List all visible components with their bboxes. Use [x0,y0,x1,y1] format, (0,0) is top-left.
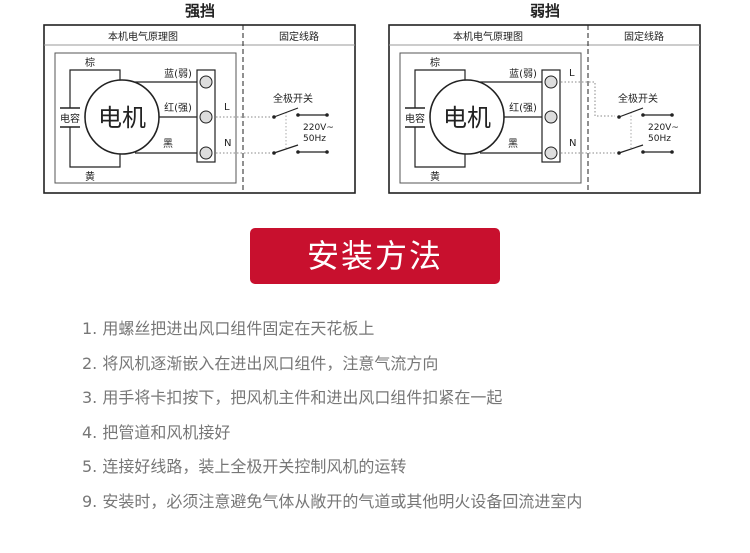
inner-frame [54,52,237,184]
switch-contact [670,113,674,117]
capacitor-label: 电容 [60,112,80,125]
live-wire [561,81,615,117]
motor-label: 电机 [98,104,146,132]
frequency-label: 50Hz [303,134,326,144]
terminal-screw [199,75,213,89]
wire-yellow-label: 黄 [430,170,440,183]
header-fixed-wiring: 固定线路 [624,30,664,43]
live-label: L [569,68,575,79]
neutral-label: N [569,138,576,149]
switch-contact [325,113,329,117]
header-schematic: 本机电气原理图 [453,30,523,43]
yellow-wire [69,127,121,168]
terminal-screw [544,75,558,89]
terminal-screw [544,146,558,160]
switch-blade [618,144,644,154]
step-item: 2. 将风机逐渐嵌入在进出风口组件，注意气流方向 [82,353,439,373]
voltage-label: 220V~ [303,123,334,133]
capacitor-label: 电容 [405,112,425,125]
neutral-label: N [224,138,231,149]
diagram-title: 强挡 [185,2,215,20]
switch-blade [618,107,644,118]
switch-label: 全极开关 [618,92,658,105]
wire-black-label: 黑 [508,138,518,150]
step-item: 9. 安装时，必须注意避免气体从敞开的气道或其他明火设备回流进室内 [82,491,583,511]
motor-label: 电机 [443,104,491,132]
wiring-diagram-weak: 弱挡 本机电气原理图 固定线路 电容 棕 黄 电机 蓝(弱) 红(强) 黑 L … [385,0,705,200]
terminal-screw [199,146,213,160]
wire-blue-label: 蓝(弱) [164,68,192,80]
step-item: 3. 用手将卡扣按下，把风机主件和进出风口组件扣紧在一起 [82,388,503,407]
diagram-title: 弱挡 [530,2,560,20]
step-item: 4. 把管道和风机接好 [82,422,231,442]
wire-yellow-label: 黄 [85,170,95,183]
switch-contact [325,150,329,154]
step-item: 5. 连接好线路，装上全极开关控制风机的运转 [82,457,407,476]
wire-red-label: 红(强) [164,101,192,114]
terminal-screw [199,110,213,124]
wire-black-label: 黑 [163,138,173,150]
installation-steps: 1. 用螺丝把进出风口组件固定在天花板上 2. 将风机逐渐嵌入在进出风口组件，注… [82,312,582,519]
switch-label: 全极开关 [273,92,313,105]
wire-red-label: 红(强) [509,101,537,114]
yellow-wire [414,127,466,168]
brown-wire [414,69,466,108]
switch-blade [273,144,299,154]
wiring-svg: 强挡 本机电气原理图 固定线路 电容 棕 黄 电机 蓝(弱) 红(强) 黑 L … [43,2,356,194]
wire-blue-label: 蓝(弱) [509,68,537,80]
wire-brown-label: 棕 [430,56,440,69]
header-fixed-wiring: 固定线路 [279,30,319,43]
outer-frame [388,24,701,194]
switch-contact [670,150,674,154]
section-title-installation: 安装方法 [250,228,500,284]
brown-wire [69,69,121,108]
step-item: 1. 用螺丝把进出风口组件固定在天花板上 [82,319,375,338]
switch-blade [273,107,299,118]
wiring-svg: 弱挡 本机电气原理图 固定线路 电容 棕 黄 电机 蓝(弱) 红(强) 黑 L … [388,2,701,194]
outer-frame [43,24,356,194]
inner-frame [399,52,582,184]
header-schematic: 本机电气原理图 [108,30,178,43]
live-label: L [224,102,230,113]
voltage-label: 220V~ [648,123,679,133]
frequency-label: 50Hz [648,134,671,144]
wire-brown-label: 棕 [85,56,95,69]
wiring-diagram-strong: 强挡 本机电气原理图 固定线路 电容 棕 黄 电机 蓝(弱) 红(强) 黑 L … [40,0,360,200]
terminal-screw [544,110,558,124]
